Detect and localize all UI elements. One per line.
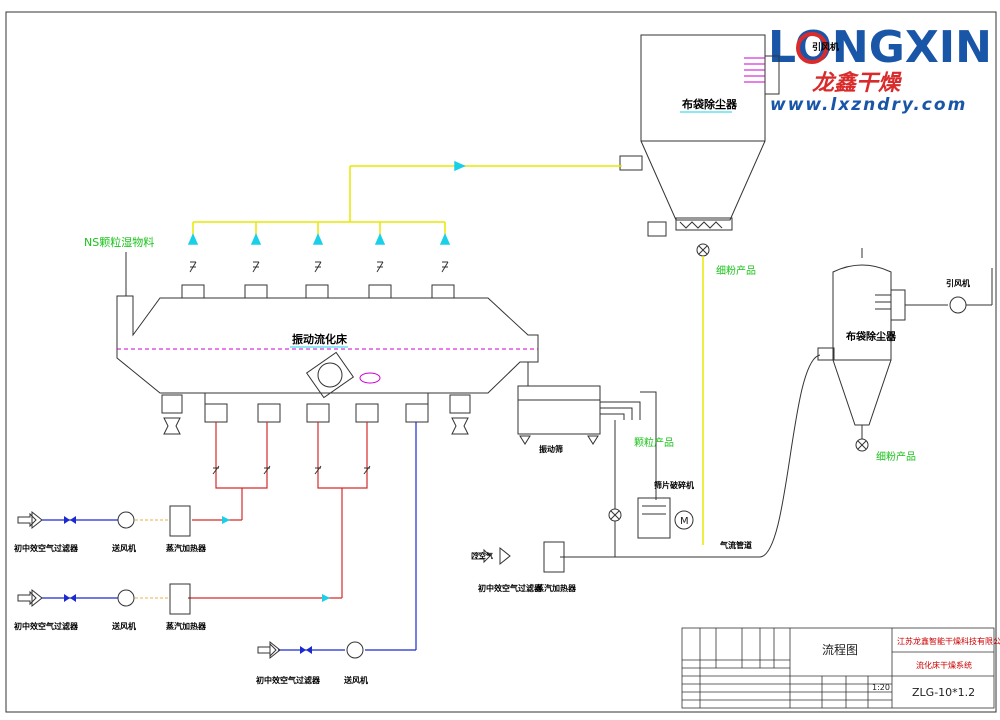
duct-dampers xyxy=(189,261,449,273)
label-bag-filter-right: 布袋除尘器 xyxy=(846,330,897,343)
logo-url: www.lxzndry.com xyxy=(770,95,967,115)
label-blower-2: 送风机 xyxy=(111,621,136,631)
exhaust-ducts xyxy=(192,165,704,545)
drawing-frame xyxy=(5,11,997,713)
label-pneumatic: 气流管道 xyxy=(719,540,752,550)
label-fan-top: 引风机 xyxy=(812,41,839,53)
label-filter-3: 初中效空气过滤器 xyxy=(256,675,321,685)
label-heater-2: 蒸汽加热器 xyxy=(166,621,207,631)
label-crusher: 筛片破碎机 xyxy=(654,480,694,490)
logo-cn: 龙鑫干燥 xyxy=(812,70,903,96)
label-cold-air: 冷空气 xyxy=(472,551,493,560)
logo-ring-icon xyxy=(796,32,828,64)
label-feed: NS颗粒湿物料 xyxy=(84,235,154,249)
label-blower-1: 送风机 xyxy=(111,543,136,553)
duct-arrows xyxy=(187,160,466,245)
arrow-icon xyxy=(222,516,230,524)
air-supply-units xyxy=(17,505,565,660)
valve-icons xyxy=(64,516,312,654)
label-heater-1: 蒸汽加热器 xyxy=(166,543,207,553)
motor-icon: M xyxy=(680,516,689,527)
label-fan-right: 引风机 xyxy=(946,278,970,288)
label-granule-product: 颗粒产品 xyxy=(634,436,674,449)
motor-badge xyxy=(359,372,381,384)
title-company: 江苏龙鑫智能干燥科技有限公司 xyxy=(897,636,1000,646)
label-heater-3: 蒸汽加热器 xyxy=(536,583,577,593)
label-bag-filter-top: 布袋除尘器 xyxy=(682,97,738,111)
label-fine-powder-1: 细粉产品 xyxy=(716,264,756,277)
company-logo: LONGXIN 龙鑫干燥 www.lxzndry.com xyxy=(768,22,992,115)
title-scale: 1:20 xyxy=(872,683,890,692)
logo-brand: LONGXIN xyxy=(768,22,992,73)
hot-air-lines xyxy=(42,422,417,651)
title-drawing: 流程图 xyxy=(822,642,858,657)
vibrating-fluid-bed xyxy=(116,284,539,435)
label-blower-3: 送风机 xyxy=(343,675,368,685)
label-vib-screen: 振动筛 xyxy=(539,444,563,454)
arrow-icon xyxy=(322,594,330,602)
pneumatic-line xyxy=(759,354,821,558)
line-dampers xyxy=(212,465,371,475)
label-filter-2: 初中效空气过滤器 xyxy=(14,621,79,631)
title-code: ZLG-10*1.2 xyxy=(912,686,975,699)
label-filter-4: 初中效空气过滤器 xyxy=(478,583,543,593)
label-fine-powder-2: 细粉产品 xyxy=(876,450,916,463)
title-system: 流化床干燥系统 xyxy=(916,660,972,670)
label-fluid-bed: 振动流化床 xyxy=(292,332,348,346)
vibrating-screen xyxy=(517,362,760,558)
bag-filter-right xyxy=(817,248,993,452)
title-block xyxy=(681,627,995,709)
bag-filter-top xyxy=(619,34,780,257)
label-filter-1: 初中效空气过滤器 xyxy=(14,543,79,553)
